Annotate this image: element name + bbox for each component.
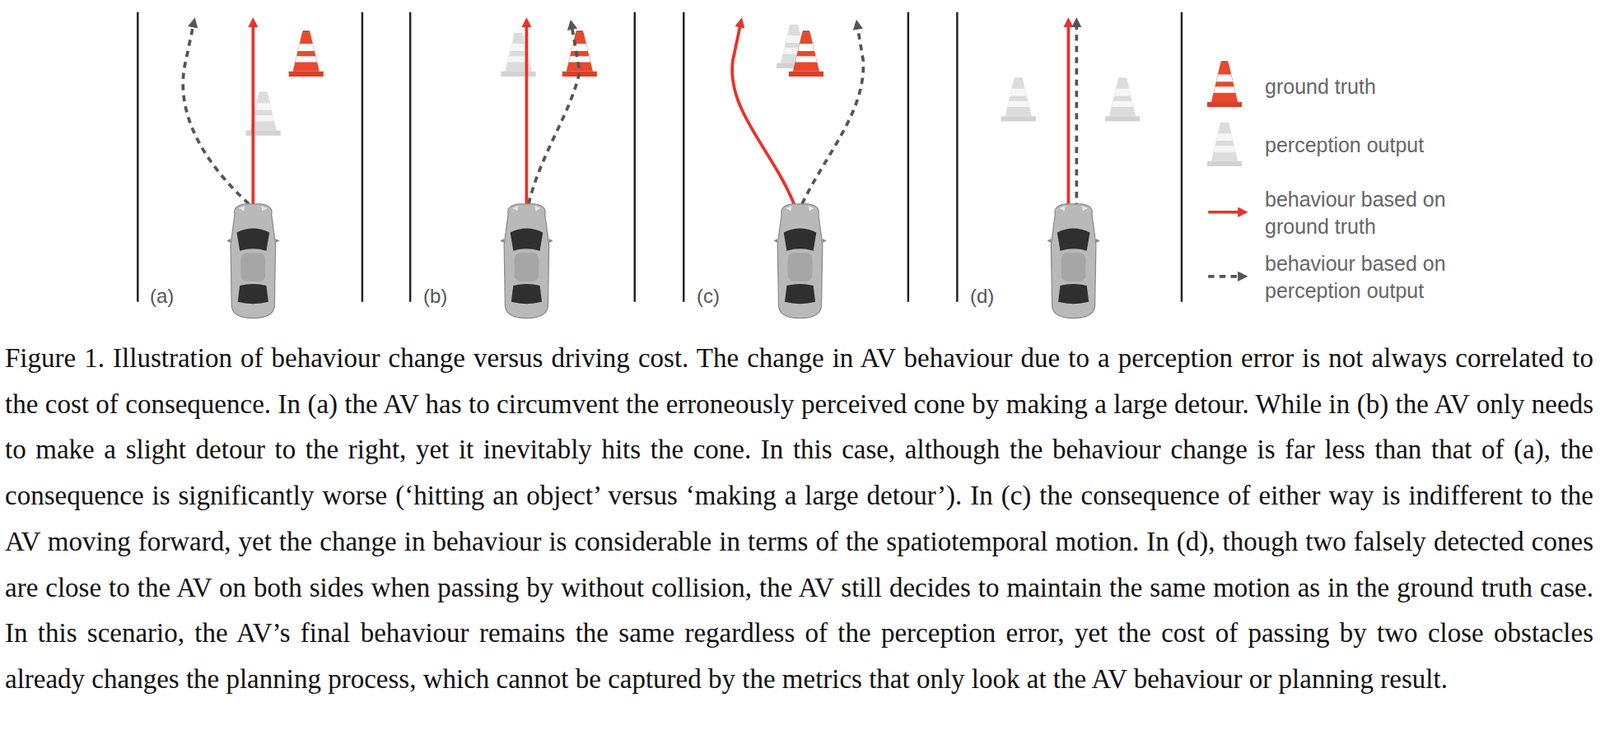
panel-label: (a) (149, 284, 174, 308)
legend-text: perception output (1264, 131, 1512, 159)
legend-text: behaviour based on ground truth (1264, 186, 1512, 241)
legend-text: behaviour based on perception output (1264, 250, 1512, 305)
panel-label: (b) (423, 284, 448, 308)
legend-ghost-cone (1207, 122, 1242, 167)
legend-cone (1207, 60, 1242, 108)
panel-label: (c) (696, 284, 720, 308)
panel-label: (d) (970, 284, 994, 308)
figure-caption: Figure 1. Illustration of behaviour chan… (4, 335, 1594, 704)
legend-text: ground truth (1264, 73, 1512, 101)
